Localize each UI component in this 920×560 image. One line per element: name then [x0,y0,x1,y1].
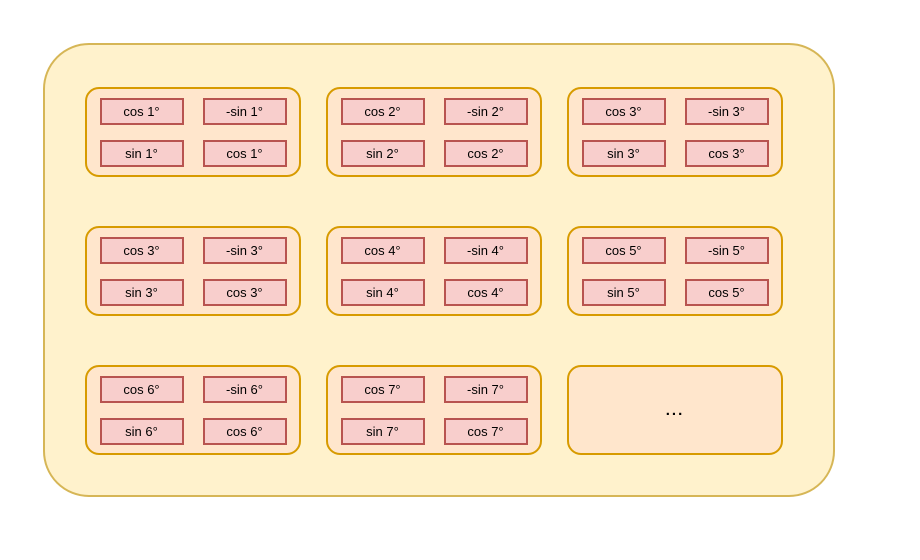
matrix-cell: cos 4° [340,236,425,264]
matrix-cell: sin 3° [581,139,666,167]
matrix-cell: cos 7° [443,417,528,445]
matrix-cell: cos 3° [581,97,666,125]
matrix-cell: -sin 3° [202,236,287,264]
ellipsis-label: ... [665,401,685,419]
matrix-card-8: cos 7° -sin 7° sin 7° cos 7° [326,365,542,455]
matrix-cell: sin 4° [340,278,425,306]
matrix-cell: cos 3° [99,236,184,264]
matrix-cell: cos 2° [340,97,425,125]
matrix-cell: cos 1° [99,97,184,125]
matrix-card-6: cos 5° -sin 5° sin 5° cos 5° [567,226,783,316]
matrix-cell: -sin 7° [443,375,528,403]
ellipsis-card: ... [567,365,783,455]
matrix-card-4: cos 3° -sin 3° sin 3° cos 3° [85,226,301,316]
matrix-cell: sin 6° [99,417,184,445]
matrix-cell: -sin 5° [684,236,769,264]
matrix-card-5: cos 4° -sin 4° sin 4° cos 4° [326,226,542,316]
matrix-cell: -sin 1° [202,97,287,125]
matrix-cell: cos 5° [684,278,769,306]
matrix-card-7: cos 6° -sin 6° sin 6° cos 6° [85,365,301,455]
matrix-cell: cos 1° [202,139,287,167]
matrix-cell: -sin 2° [443,97,528,125]
matrix-cell: cos 3° [202,278,287,306]
matrix-cell: cos 6° [202,417,287,445]
matrix-cell: -sin 6° [202,375,287,403]
matrix-cell: cos 2° [443,139,528,167]
matrix-cell: sin 7° [340,417,425,445]
matrix-card-1: cos 1° -sin 1° sin 1° cos 1° [85,87,301,177]
matrix-cell: sin 1° [99,139,184,167]
matrix-cell: cos 3° [684,139,769,167]
matrix-cell: sin 2° [340,139,425,167]
matrix-cell: sin 3° [99,278,184,306]
matrix-card-2: cos 2° -sin 2° sin 2° cos 2° [326,87,542,177]
matrix-cell: sin 5° [581,278,666,306]
matrix-card-3: cos 3° -sin 3° sin 3° cos 3° [567,87,783,177]
matrix-cell: cos 5° [581,236,666,264]
matrix-cell: cos 4° [443,278,528,306]
matrix-cell: -sin 3° [684,97,769,125]
rotation-matrices-group: cos 1° -sin 1° sin 1° cos 1° cos 2° -sin… [43,43,835,497]
matrix-cell: cos 7° [340,375,425,403]
matrix-cell: cos 6° [99,375,184,403]
matrix-cell: -sin 4° [443,236,528,264]
